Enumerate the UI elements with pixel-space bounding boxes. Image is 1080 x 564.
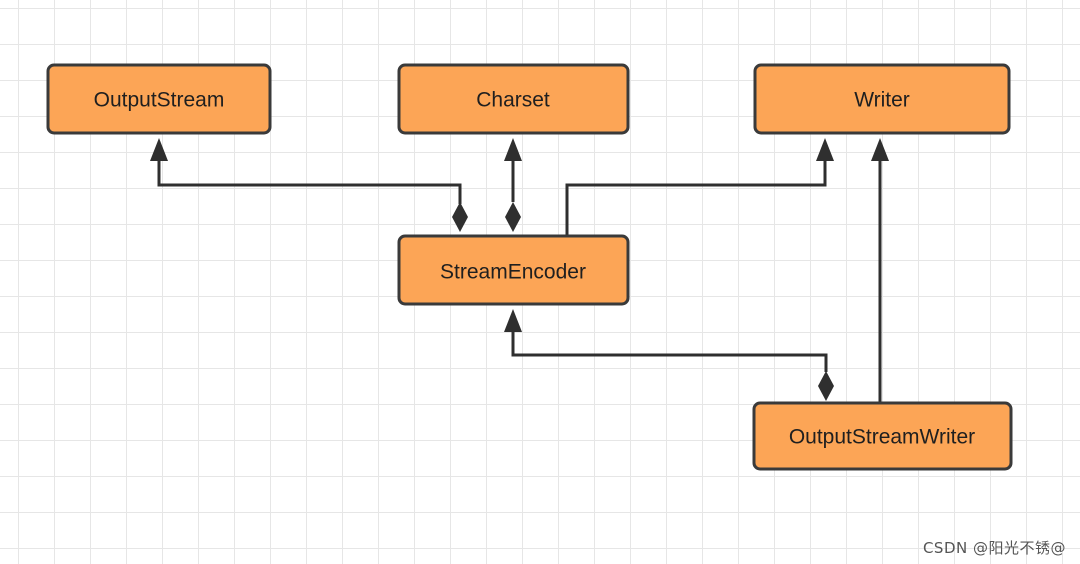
- node-label: Charset: [476, 89, 550, 112]
- arrowhead-writer: [871, 138, 889, 161]
- node-writer[interactable]: Writer: [753, 63, 1011, 135]
- nodes: OutputStream Charset Writer StreamEncode…: [46, 63, 1013, 471]
- composition-diamond: [818, 371, 834, 401]
- edge-outputstreamwriter-streamencoder: [504, 309, 834, 401]
- node-label: OutputStreamWriter: [789, 426, 975, 449]
- node-outputstream[interactable]: OutputStream: [46, 63, 272, 135]
- node-streamencoder[interactable]: StreamEncoder: [397, 234, 630, 306]
- edge-streamencoder-outputstream: [150, 138, 468, 232]
- arrowhead-charset: [504, 138, 522, 161]
- edge-outputstreamwriter-writer: [871, 138, 889, 403]
- edge-streamencoder-writer: [565, 138, 834, 236]
- node-outputstreamwriter[interactable]: OutputStreamWriter: [752, 401, 1013, 471]
- composition-diamond: [505, 202, 521, 232]
- edges: [150, 138, 889, 403]
- arrowhead-writer: [816, 138, 834, 161]
- arrowhead-outputstream: [150, 138, 168, 161]
- node-label: StreamEncoder: [440, 261, 586, 284]
- node-label: OutputStream: [94, 89, 225, 112]
- csdn-watermark: CSDN @阳光不锈@: [922, 539, 1066, 557]
- composition-diamond: [452, 202, 468, 232]
- arrowhead-streamencoder: [504, 309, 522, 332]
- node-label: Writer: [854, 89, 910, 112]
- edge-streamencoder-charset: [504, 138, 522, 232]
- node-charset[interactable]: Charset: [397, 63, 630, 135]
